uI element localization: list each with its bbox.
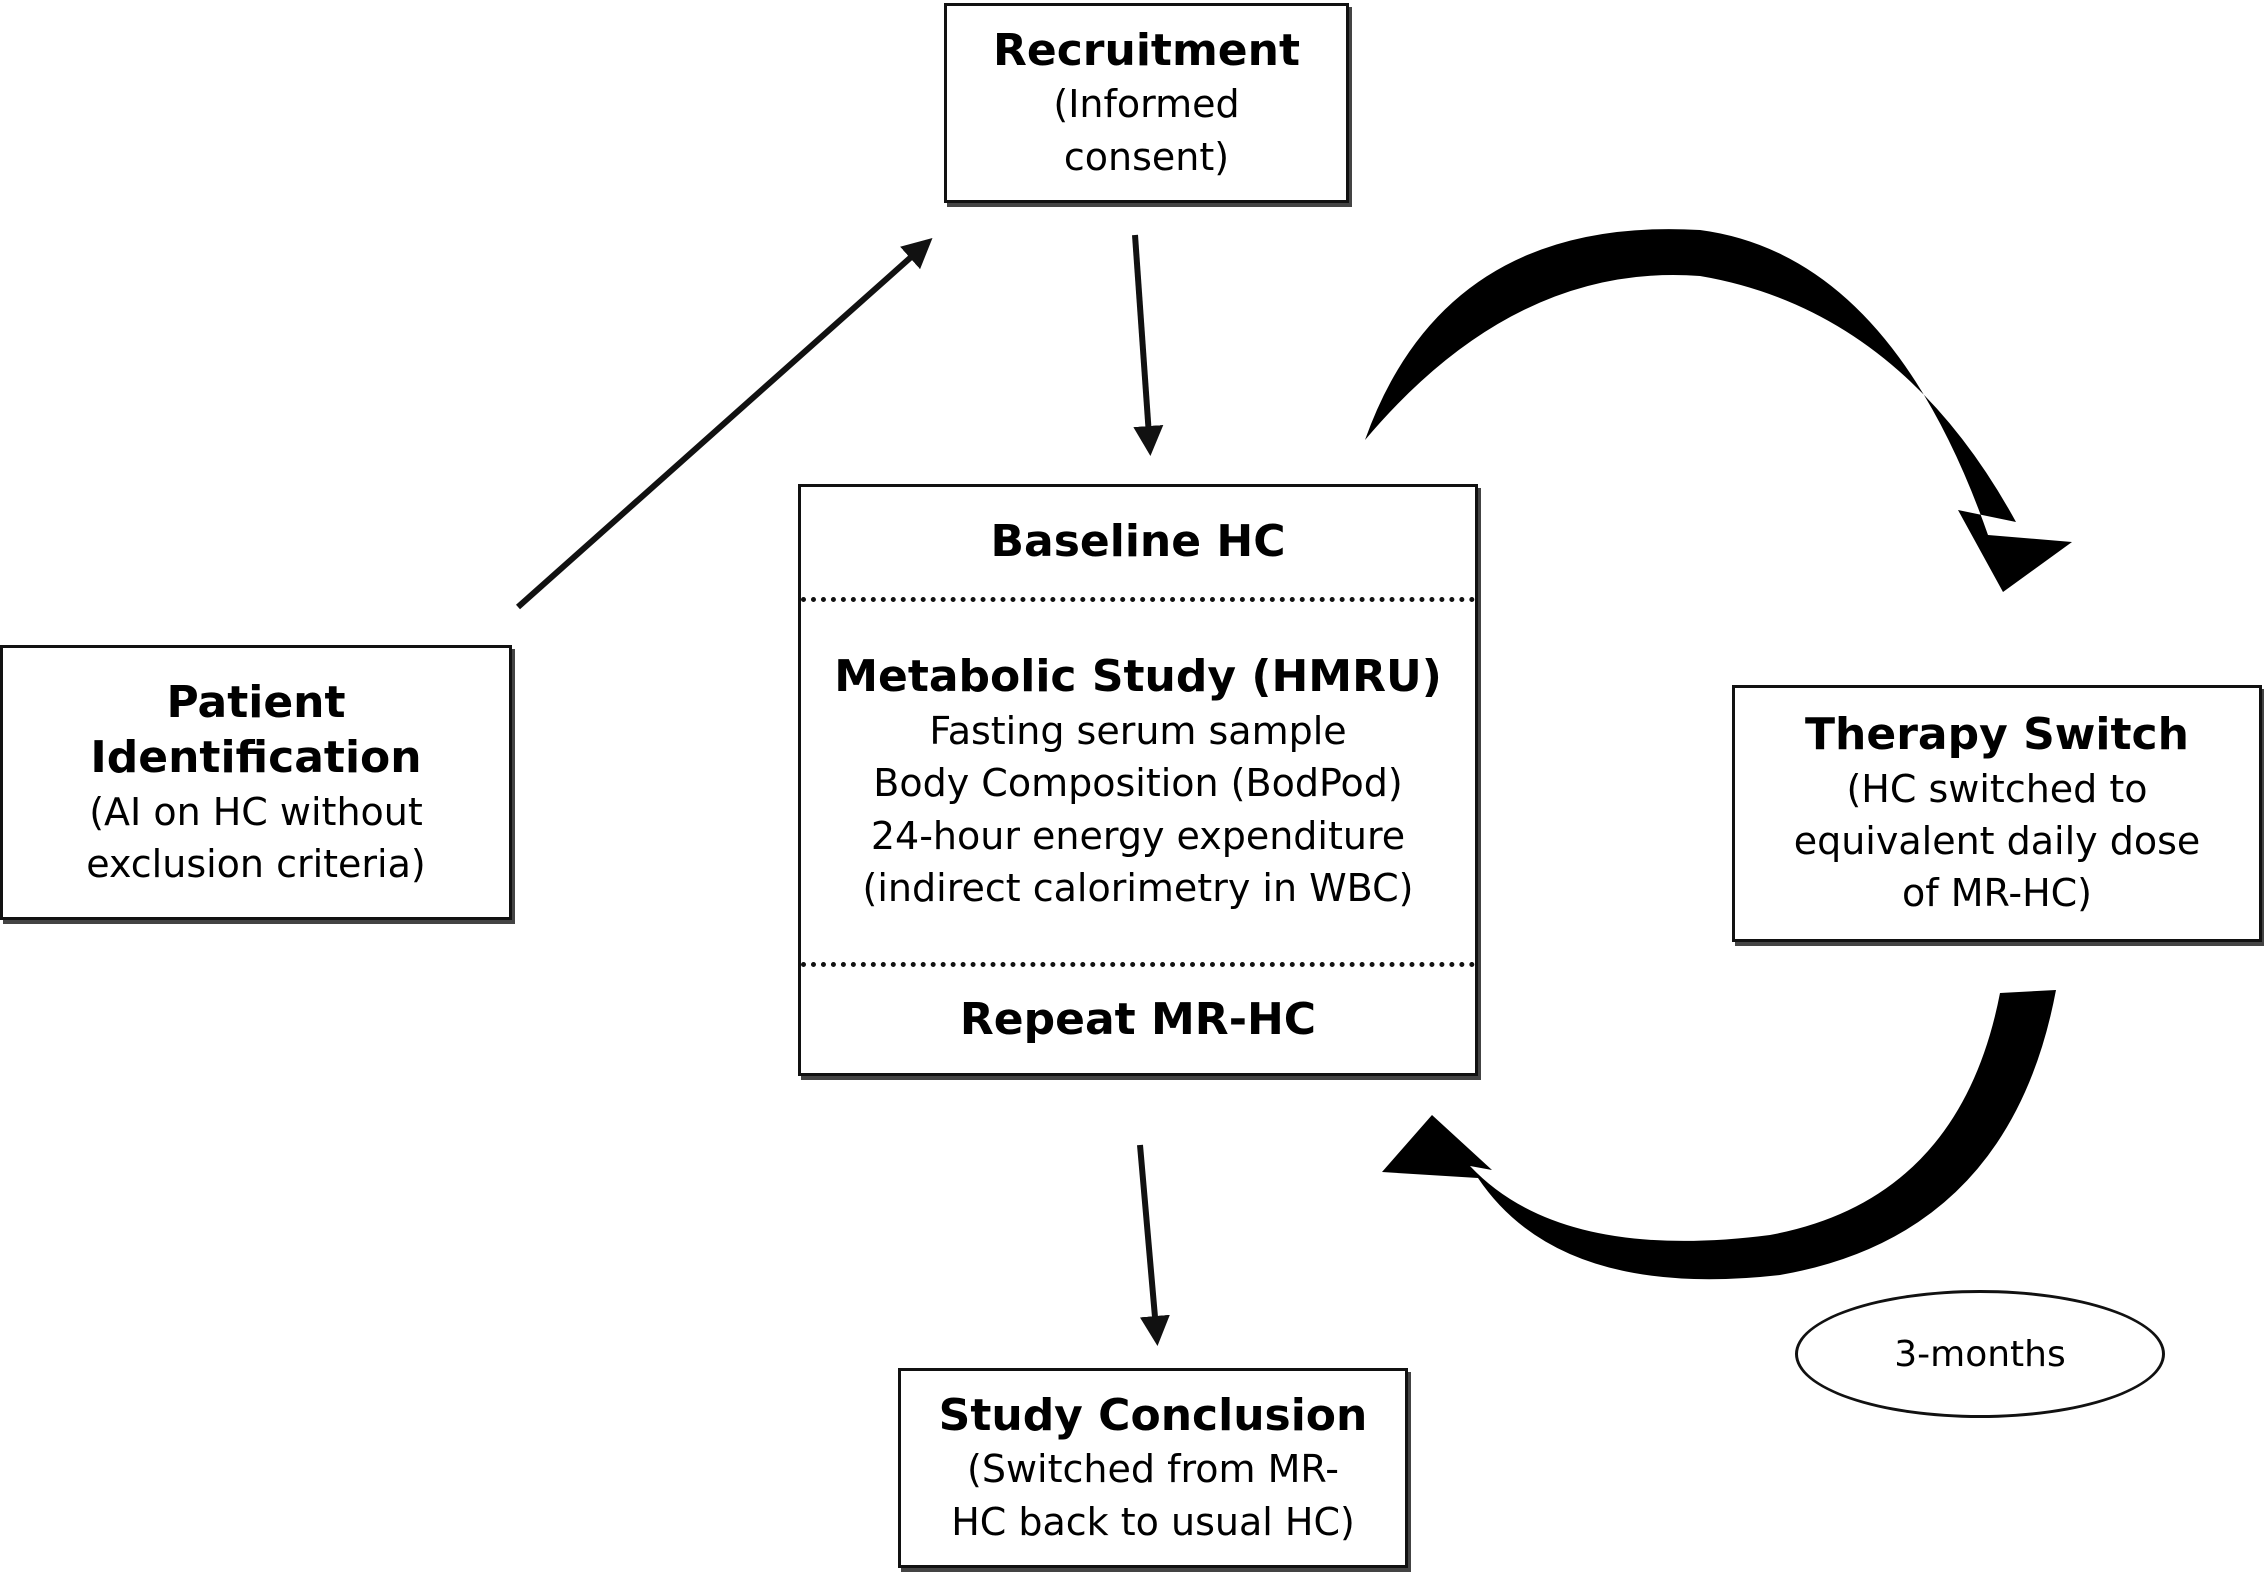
baseline-section: Baseline HC	[801, 487, 1475, 597]
therapy-switch-box: Therapy Switch (HC switched to equivalen…	[1732, 685, 2262, 942]
recruitment-title: Recruitment	[993, 24, 1300, 76]
recruitment-detail-line: (Informed	[1053, 82, 1240, 127]
patient-identification-detail-line: exclusion criteria)	[86, 841, 426, 886]
metabolic-step: Fasting serum sample	[929, 708, 1347, 753]
metabolic-study-title: Metabolic Study (HMRU)	[834, 651, 1442, 703]
recruitment-box: Recruitment (Informed consent)	[944, 3, 1349, 203]
baseline-label: Baseline HC	[990, 516, 1286, 568]
study-conclusion-title: Study Conclusion	[938, 1389, 1368, 1441]
repeat-section: Repeat MR-HC	[801, 967, 1475, 1072]
arrow-recruitment-to-study	[1132, 234, 1164, 456]
arrow-patient-to-recruitment	[516, 238, 933, 610]
therapy-switch-title: Therapy Switch	[1805, 709, 2189, 761]
patient-identification-box: Patient Identification (AI on HC without…	[0, 645, 512, 920]
therapy-switch-detail-line: of MR-HC)	[1902, 871, 2092, 916]
curved-arrow-to-study	[1382, 990, 2056, 1280]
arrow-study-to-conclusion	[1137, 1144, 1170, 1346]
study-visit-box: Baseline HC Metabolic Study (HMRU) Fasti…	[798, 484, 1478, 1076]
study-conclusion-detail-line: (Switched from MR-	[967, 1447, 1339, 1492]
therapy-switch-detail-line: (HC switched to	[1846, 766, 2148, 811]
study-conclusion-detail-line: HC back to usual HC)	[951, 1499, 1355, 1544]
duration-oval: 3-months	[1795, 1290, 2165, 1418]
therapy-switch-detail-line: equivalent daily dose	[1793, 819, 2201, 863]
patient-identification-title-line: Patient	[166, 676, 346, 728]
repeat-label: Repeat MR-HC	[959, 993, 1317, 1045]
metabolic-step: 24-hour energy expenditure	[870, 813, 1406, 858]
patient-identification-title-line: Identification	[90, 732, 422, 784]
metabolic-step: Body Composition (BodPod)	[873, 761, 1403, 806]
curved-arrow-to-therapy-switch	[1365, 229, 2072, 592]
section-divider	[801, 962, 1475, 967]
metabolic-step: (indirect calorimetry in WBC)	[862, 866, 1414, 911]
study-conclusion-box: Study Conclusion (Switched from MR- HC b…	[898, 1368, 1408, 1568]
recruitment-detail-line: consent)	[1063, 134, 1230, 179]
metabolic-section: Metabolic Study (HMRU) Fasting serum sam…	[801, 602, 1475, 962]
section-divider	[801, 597, 1475, 602]
patient-identification-detail-line: (AI on HC without	[89, 789, 423, 834]
